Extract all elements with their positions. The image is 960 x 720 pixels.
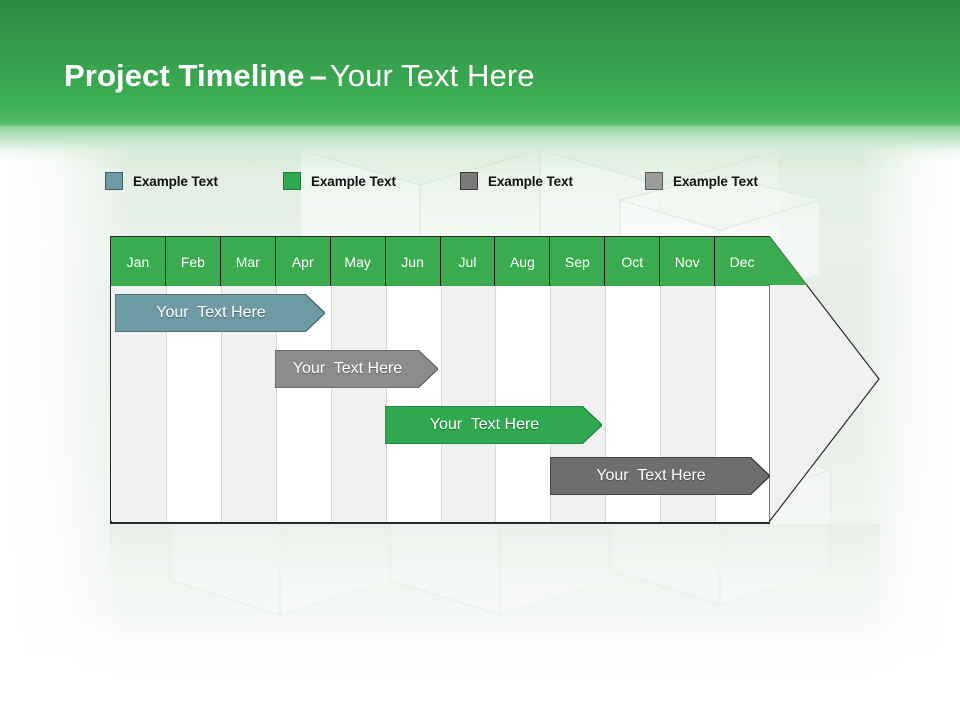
month-cell-feb[interactable]: Feb — [166, 237, 221, 286]
month-cell-sep[interactable]: Sep — [550, 237, 606, 286]
month-cell-aug[interactable]: Aug — [495, 237, 551, 286]
timeline-arrow-head — [769, 236, 881, 523]
task-bar-4[interactable]: Your Text Here — [550, 457, 770, 495]
legend-item-1[interactable]: Example Text — [105, 168, 218, 194]
page-title-bold: Project Timeline — [64, 58, 305, 93]
header-band — [0, 0, 960, 132]
header-band-fade — [0, 126, 960, 160]
legend-swatch-icon-3 — [460, 172, 478, 190]
legend-label-3: Example Text — [488, 173, 573, 189]
legend: Example Text Example Text Example Text E… — [105, 168, 805, 194]
legend-label-1: Example Text — [133, 173, 218, 189]
month-header-row: Jan Feb Mar Apr May Jun Jul Aug Sep Oct … — [111, 237, 769, 286]
legend-label-4: Example Text — [673, 173, 758, 189]
legend-item-2[interactable]: Example Text — [283, 168, 396, 194]
legend-swatch-icon-4 — [645, 172, 663, 190]
timeline-bottom-edge — [110, 522, 770, 524]
legend-item-3[interactable]: Example Text — [460, 168, 573, 194]
page-title-regular: Your Text Here — [329, 58, 535, 93]
month-cell-dec[interactable]: Dec — [729, 253, 755, 270]
task-bar-2[interactable]: Your Text Here — [275, 350, 438, 388]
month-cell-mar[interactable]: Mar — [221, 237, 276, 286]
month-cell-nov[interactable]: Nov — [660, 237, 716, 286]
month-cell-oct[interactable]: Oct — [605, 237, 661, 286]
timeline-chart: Jan Feb Mar Apr May Jun Jul Aug Sep Oct … — [110, 236, 880, 524]
legend-swatch-icon-1 — [105, 172, 123, 190]
page-title-dash: – — [309, 58, 327, 93]
page-title: Project Timeline–Your Text Here — [64, 60, 535, 91]
task-bar-3[interactable]: Your Text Here — [385, 406, 602, 444]
month-cell-may[interactable]: May — [331, 237, 386, 286]
month-cell-apr[interactable]: Apr — [276, 237, 331, 286]
legend-item-4[interactable]: Example Text — [645, 168, 758, 194]
legend-swatch-icon-2 — [283, 172, 301, 190]
legend-label-2: Example Text — [311, 173, 396, 189]
month-cell-jun[interactable]: Jun — [386, 237, 441, 286]
task-bar-1[interactable]: Your Text Here — [115, 294, 325, 332]
month-cell-jul[interactable]: Jul — [441, 237, 496, 286]
month-cell-jan[interactable]: Jan — [111, 237, 166, 286]
